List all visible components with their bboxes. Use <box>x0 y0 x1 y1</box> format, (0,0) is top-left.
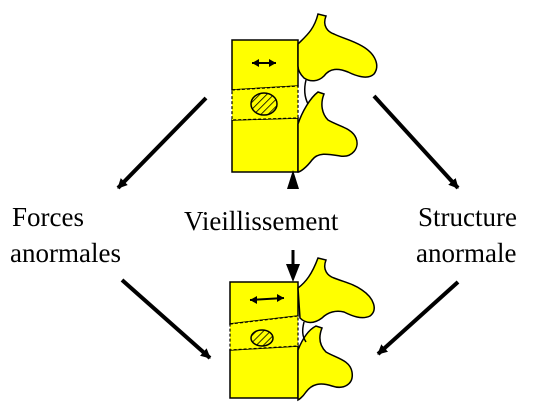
top-upper-posterior-elements <box>297 13 378 82</box>
top-nucleus-pulposus <box>250 92 278 116</box>
top-facet-joint <box>303 79 309 105</box>
arrow-head-up-center <box>287 170 299 189</box>
bottom-nucleus-pulposus <box>250 329 274 347</box>
top-lower-posterior-elements <box>297 91 358 173</box>
top-lower-vertebral-body <box>231 117 299 173</box>
top-upper-vertebral-body <box>231 39 299 91</box>
label-forces: Forces <box>12 202 84 232</box>
arrow-head-down-center <box>286 264 300 282</box>
label-vieillissement: Vieillissement <box>184 206 339 236</box>
label-structure: Structure <box>418 202 517 232</box>
label-anormale: anormale <box>416 238 516 268</box>
arrow-left-to-bottom <box>120 278 212 360</box>
bottom-lower-posterior-elements <box>297 325 353 402</box>
label-anormales: anormales <box>10 238 121 268</box>
top-vertebra-segment <box>231 13 378 173</box>
flow-arrows <box>116 94 460 360</box>
bottom-vertebra-segment <box>229 257 375 402</box>
bottom-lower-vertebral-body <box>229 345 299 399</box>
arrow-right-to-bottom <box>376 280 460 356</box>
bottom-facet-joint <box>301 321 307 343</box>
arrow-top-to-right <box>372 94 460 190</box>
bottom-upper-posterior-elements <box>297 257 375 324</box>
arrow-top-to-left <box>116 96 208 190</box>
